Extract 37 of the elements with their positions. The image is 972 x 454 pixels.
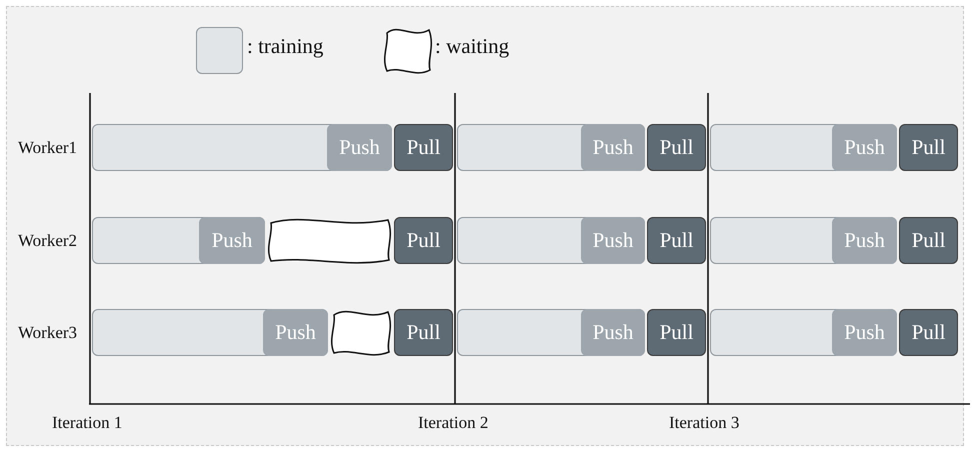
iteration-label: Iteration 1 [52,413,122,433]
push-block: Push [327,124,392,171]
training-bar [710,124,897,171]
worker-label: Worker1 [18,138,78,158]
iteration-label: Iteration 2 [418,413,488,433]
push-block: Push [199,217,265,264]
waiting-block [330,309,392,356]
push-block: Push [832,309,897,356]
push-block: Push [581,124,645,171]
training-bar [457,124,645,171]
training-bar [457,217,645,264]
pull-block: Pull [647,217,706,264]
iteration-label: Iteration 3 [669,413,740,433]
pull-block: Pull [899,217,958,264]
worker-label: Worker2 [18,231,78,251]
push-block: Push [581,309,645,356]
training-bar [710,217,897,264]
push-block: Push [581,217,645,264]
waiting-block [267,217,392,264]
push-block: Push [263,309,328,356]
pull-block: Pull [647,309,706,356]
training-bar [92,124,392,171]
training-bar [710,309,897,356]
legend-label: : waiting [435,34,510,59]
training-bar [92,309,328,356]
pull-block: Pull [899,124,958,171]
pull-block: Pull [394,217,453,264]
pull-block: Pull [394,309,453,356]
push-block: Push [832,124,897,171]
training-bar [92,217,265,264]
push-block: Push [832,217,897,264]
pull-block: Pull [647,124,706,171]
legend-label: : training [247,34,324,59]
pull-block: Pull [899,309,958,356]
pull-block: Pull [394,124,453,171]
worker-label: Worker3 [18,323,78,343]
training-bar [457,309,645,356]
